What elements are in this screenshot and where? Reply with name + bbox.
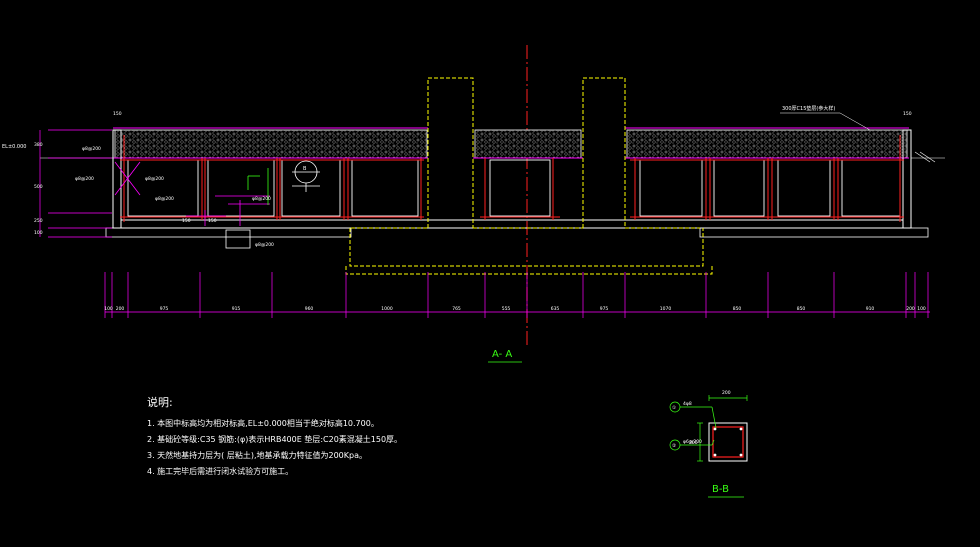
rebar-label-4: φ8@200 xyxy=(155,196,174,202)
bottom-dim-label: 765 xyxy=(452,306,461,312)
bottom-dim-label: 850 xyxy=(797,306,806,312)
bottom-dim-label: 975 xyxy=(160,306,169,312)
left-top-label: 150 xyxy=(113,111,122,117)
left-dim-1: 380 xyxy=(34,142,43,148)
bottom-dim-label: 635 xyxy=(551,306,560,312)
bottom-dim-label: 910 xyxy=(866,306,875,312)
section-aa-drawing: B xyxy=(40,77,945,275)
section-bb-title: B-B xyxy=(712,484,729,495)
bottom-dim-label: 100 xyxy=(104,306,113,312)
rebar-label-3: φ8@200 xyxy=(145,176,164,182)
elevation-label: EL±0.000 xyxy=(2,144,26,150)
rebar-label-1: φ8@200 xyxy=(82,146,101,152)
note-3: 3. 天然地基持力层为( 层粘土),地基承载力特征值为200Kpa。 xyxy=(147,450,367,460)
bb-label-bottom: φ6@200 xyxy=(683,439,702,445)
dim-150-a: 150 xyxy=(182,218,191,224)
bb-side-dim: 200 xyxy=(689,440,698,446)
right-top-label: 150 xyxy=(903,111,912,117)
rebar-label-6: φ8@200 xyxy=(255,242,274,248)
gravel-cover-left xyxy=(115,130,427,158)
bb-callout-top: ① xyxy=(672,405,676,411)
svg-text:B: B xyxy=(303,166,307,172)
bottom-dim-label: 850 xyxy=(733,306,742,312)
rebar-label-5: φ8@200 xyxy=(252,196,271,202)
note-4: 4. 施工完毕后需进行闭水试验方可施工。 xyxy=(147,466,293,476)
bottom-dim-label: 100 xyxy=(917,306,926,312)
bottom-dim-label: 1000 xyxy=(381,306,393,312)
bottom-dim-label: 200 xyxy=(906,306,915,312)
gravel-cover-mid xyxy=(475,130,581,158)
bottom-dim-label: 975 xyxy=(600,306,609,312)
bb-label-top: 4φ8 xyxy=(683,401,692,407)
bottom-dim-label: 915 xyxy=(232,306,241,312)
left-dim-2: 500 xyxy=(34,184,43,190)
bottom-dim-label: 960 xyxy=(305,306,314,312)
section-cut-symbol xyxy=(292,160,320,192)
section-aa-title: A- A xyxy=(492,349,512,360)
top-note: 300厚C15垫层(参大样) xyxy=(782,105,835,112)
left-dim-3: 250 xyxy=(34,218,43,224)
bb-callout-bottom: ② xyxy=(672,443,676,449)
notes-title: 说明: xyxy=(147,395,173,409)
bb-top-dim: 200 xyxy=(722,390,731,396)
bottom-dim-label: 1070 xyxy=(660,306,672,312)
notes-block: 说明: 1. 本图中标高均为相对标高,EL±0.000相当于绝对标高10.700… xyxy=(147,395,402,476)
rebar-label-2: φ8@200 xyxy=(75,176,94,182)
bottom-dim-label: 200 xyxy=(116,306,125,312)
left-dimension-chain xyxy=(39,129,112,238)
dim-150-b: 150 xyxy=(208,218,217,224)
section-bb-detail: 200 200 ① ② 4φ8 φ6@200 B-B xyxy=(669,390,748,498)
left-dim-4: 100 xyxy=(34,230,43,236)
note-1: 1. 本图中标高均为相对标高,EL±0.000相当于绝对标高10.700。 xyxy=(147,418,379,428)
gravel-cover-right xyxy=(627,130,907,158)
note-2: 2. 基础砼等级:C35 钢筋:(φ)表示HRB400E 垫层:C20素混凝土1… xyxy=(147,434,402,444)
bottom-dim-label: 555 xyxy=(502,306,511,312)
